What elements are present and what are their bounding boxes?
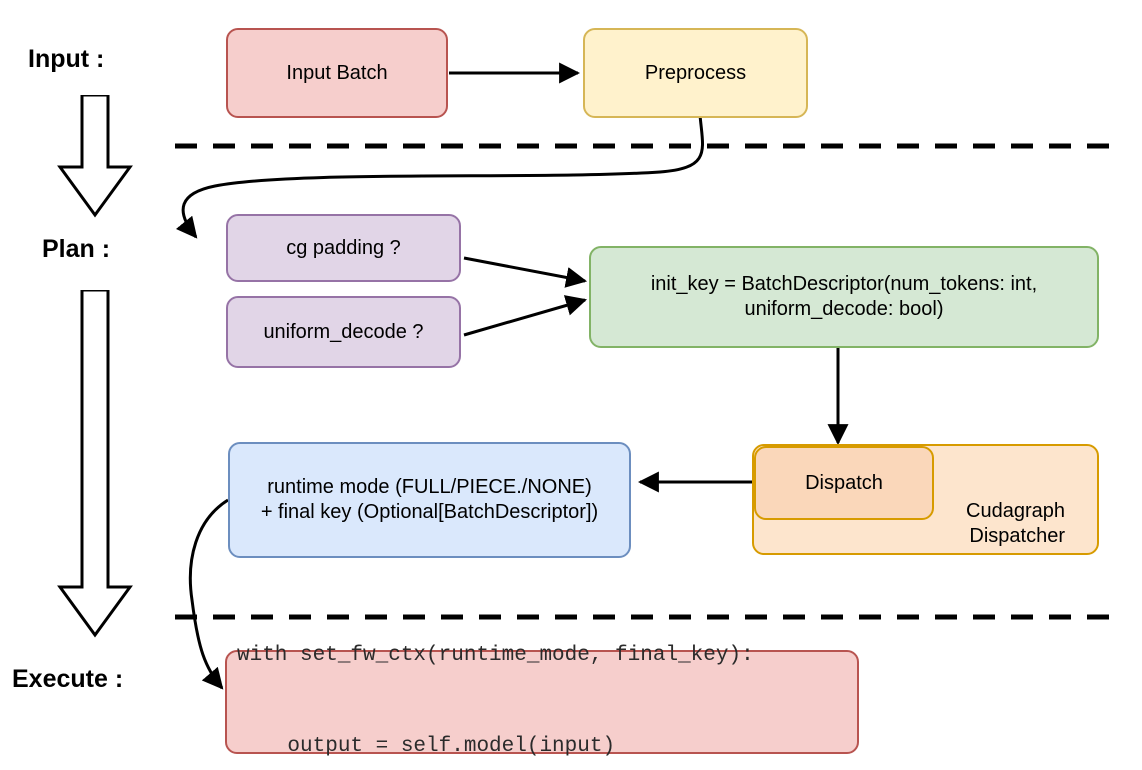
node-dispatch-label: Dispatch bbox=[805, 471, 883, 494]
node-runtime-mode-label-line1: runtime mode (FULL/PIECE./NONE) bbox=[267, 476, 592, 498]
execute-code-line-2: output = self.model(input) bbox=[237, 735, 616, 759]
execute-code-line-1: with set_fw_ctx(runtime_mode, final_key)… bbox=[237, 644, 754, 668]
stage-label-input: Input : bbox=[28, 45, 105, 73]
node-execute-code[interactable]: with set_fw_ctx(runtime_mode, final_key)… bbox=[225, 644, 859, 758]
node-uniform-decode-label: uniform_decode ? bbox=[263, 320, 424, 343]
node-init-key-label-line1: init_key = BatchDescriptor(num_tokens: i… bbox=[650, 273, 1038, 295]
edge-cg-padding-to-init-key bbox=[463, 256, 588, 288]
edge-uniform-decode-to-init-key bbox=[463, 295, 588, 337]
node-cudagraph-dispatcher-label-line1: Cudagraph bbox=[966, 500, 1065, 522]
node-init-key[interactable]: init_key = BatchDescriptor(num_tokens: i… bbox=[589, 246, 1099, 348]
node-dispatch[interactable]: Dispatch bbox=[754, 446, 934, 520]
down-block-arrow-icon-input-to-plan bbox=[57, 95, 133, 218]
node-cudagraph-dispatcher-label-line2: Dispatcher bbox=[969, 525, 1065, 547]
node-uniform-decode[interactable]: uniform_decode ? bbox=[226, 296, 461, 368]
down-block-arrow-icon-plan-to-execute bbox=[57, 290, 133, 638]
node-preprocess[interactable]: Preprocess bbox=[583, 28, 808, 118]
stage-label-plan: Plan : bbox=[42, 235, 111, 263]
node-runtime-mode[interactable]: runtime mode (FULL/PIECE./NONE) + final … bbox=[228, 442, 631, 558]
node-input-batch[interactable]: Input Batch bbox=[226, 28, 448, 118]
node-cg-padding[interactable]: cg padding ? bbox=[226, 214, 461, 282]
node-runtime-mode-label-line2: + final key (Optional[BatchDescriptor]) bbox=[260, 501, 599, 523]
node-cg-padding-label: cg padding ? bbox=[286, 236, 401, 259]
node-init-key-label-line2: uniform_decode: bool) bbox=[744, 298, 944, 320]
node-preprocess-label: Preprocess bbox=[644, 61, 747, 84]
edge-runtime-mode-to-execute-code bbox=[188, 498, 229, 690]
stage-label-execute: Execute : bbox=[12, 665, 124, 693]
node-input-batch-label: Input Batch bbox=[286, 61, 388, 84]
